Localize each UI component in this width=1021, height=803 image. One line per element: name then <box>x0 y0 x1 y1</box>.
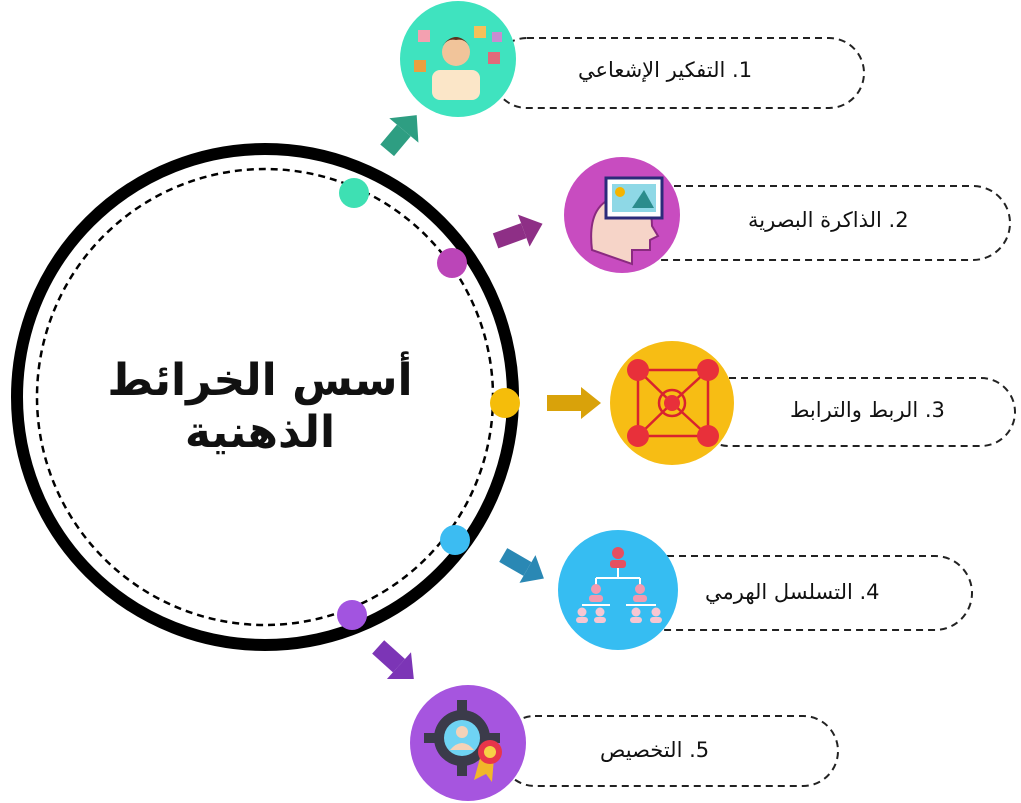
ring-dot-3 <box>490 388 520 418</box>
arrow-3 <box>547 387 601 419</box>
item-label-4: 4. التسلسل الهرمي <box>705 580 880 604</box>
network-icon <box>610 341 734 465</box>
head-picture-icon <box>564 157 680 273</box>
arrow-2 <box>492 214 543 249</box>
arrow-4 <box>499 548 544 583</box>
item-label-5: 5. التخصيص <box>600 738 710 762</box>
gear-award-icon <box>410 685 526 801</box>
ring-dot-4 <box>440 525 470 555</box>
item-label-3: 3. الربط والترابط <box>790 398 945 422</box>
item-label-1: 1. التفكير الإشعاعي <box>578 58 753 82</box>
ring-dot-1 <box>339 178 369 208</box>
ring-dot-5 <box>337 600 367 630</box>
center-title-line2: الذهنية <box>184 407 336 458</box>
boy-puzzle-icon <box>400 1 516 117</box>
arrow-5 <box>372 640 414 680</box>
ring-dot-2 <box>437 248 467 278</box>
center-title: أسس الخرائط الذهنية <box>70 355 450 459</box>
arrow-1 <box>380 115 419 157</box>
center-title-line1: أسس الخرائط <box>107 355 413 406</box>
hierarchy-icon <box>558 530 678 650</box>
item-label-2: 2. الذاكرة البصرية <box>748 208 909 232</box>
